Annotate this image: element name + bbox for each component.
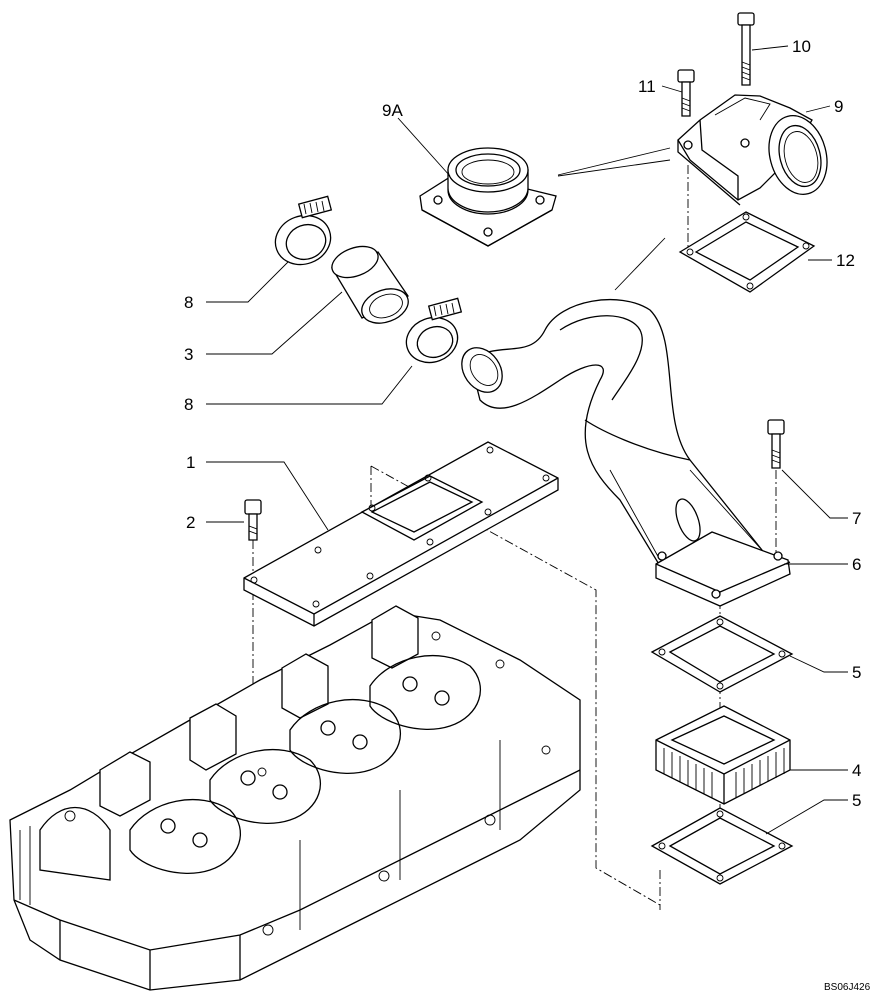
leader-lines	[206, 45, 848, 835]
callout-2: 2	[186, 513, 195, 532]
callout-3: 3	[184, 345, 193, 364]
callout-8-upper: 8	[184, 293, 193, 312]
gasket-part-12	[680, 212, 814, 292]
long-bolt-part-10	[738, 13, 754, 85]
hose-sleeve-part-3	[328, 241, 413, 330]
callout-11: 11	[638, 77, 656, 96]
callout-1: 1	[186, 453, 195, 472]
spacer-block-part-4	[656, 706, 790, 804]
callout-8-lower: 8	[184, 395, 193, 414]
callout-7: 7	[852, 509, 861, 528]
callout-labels: 10 11 9 9A 12 8 3 8 1 2 7 6 5 4 5 BS06J4…	[184, 37, 871, 993]
callout-9: 9	[834, 97, 843, 116]
hose-clamp-lower-part-8	[400, 298, 464, 369]
callout-12: 12	[836, 251, 855, 270]
callout-6: 6	[852, 555, 861, 574]
flanged-adapter-part-9a	[420, 148, 556, 246]
callout-9a: 9A	[382, 101, 403, 120]
bolt-part-2	[245, 500, 261, 540]
callout-10: 10	[792, 37, 811, 56]
intake-pipe-part-6	[453, 300, 790, 606]
gasket-upper-part-5	[652, 616, 792, 692]
hose-clamp-upper-part-8	[268, 196, 337, 272]
short-bolt-part-11	[678, 70, 694, 116]
drawing-code: BS06J426	[824, 982, 871, 993]
callout-4: 4	[852, 761, 861, 780]
elbow-housing-part-9	[678, 95, 835, 205]
gasket-lower-part-5	[652, 808, 792, 884]
callout-5-upper: 5	[852, 663, 861, 682]
callout-5-lower: 5	[852, 791, 861, 810]
cylinder-head	[10, 606, 580, 990]
leader-9a-to-9	[557, 147, 671, 291]
bolt-part-7	[768, 420, 784, 468]
cover-plate-part-1	[244, 442, 558, 626]
